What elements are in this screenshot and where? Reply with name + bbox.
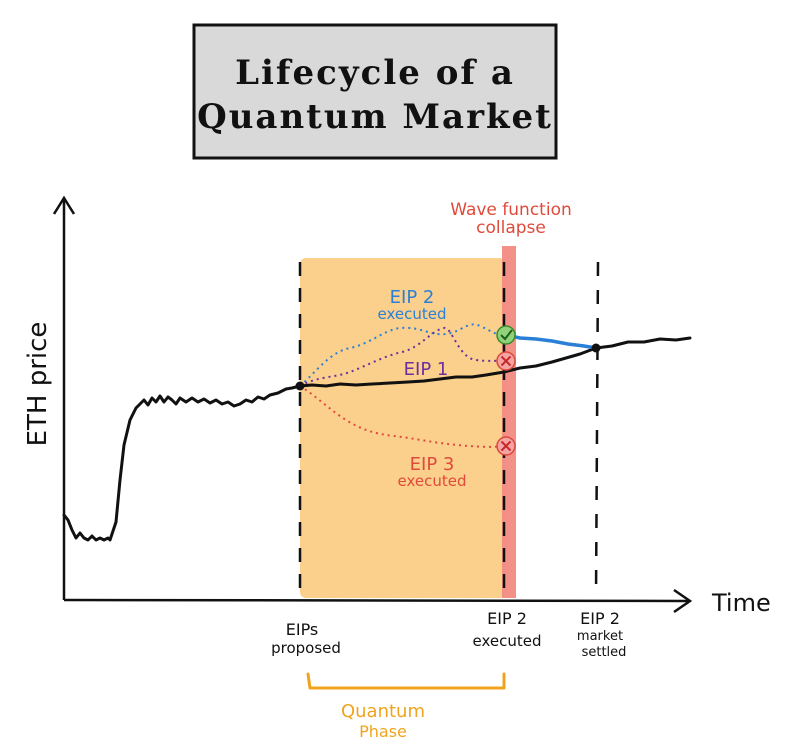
tick-executed-line-1: EIP 2 [487,609,527,628]
tick-proposed-line-2: proposed [271,639,341,657]
proposal-point [295,381,305,391]
eip3-label-line-2: executed [398,472,467,490]
quantum-phase-label-line-1: Quantum [341,701,425,722]
collapse-label-line-2: collapse [476,218,546,238]
x-circle-icon [496,351,516,371]
settlement-point [591,343,601,353]
eth-price-line [62,336,692,542]
quantum-phase-region [300,258,505,598]
eip2-label-line-1: EIP 2 [390,287,435,308]
y-axis-label: ETH price [23,322,53,447]
x-axis-label: Time [711,589,771,617]
settled-dashed-line [594,261,600,599]
tick-settled-line-1: EIP 2 [580,609,620,628]
eip2-dotted-path [299,323,507,387]
eip2-realized-path [504,333,598,350]
eip3-label-line-1: EIP 3 [410,454,455,475]
title-line-1: Lifecycle of a [235,53,515,93]
axes [52,195,693,614]
eip2-label-line-2: executed [378,305,447,323]
tick-settled-line-2: market [577,629,623,644]
title-box: Lifecycle of a Quantum Market [192,23,558,160]
check-circle-icon [496,325,516,345]
tick-proposed-line-1: EIPs [286,620,319,639]
title-line-2: Quantum Market [197,97,553,137]
collapse-label-line-1: Wave function [450,200,572,220]
x-axis-arrow [673,588,693,614]
quantum-phase-label-line-2: Phase [359,722,407,741]
tick-executed-line-2: executed [473,632,542,650]
x-axis [63,598,691,603]
eip1-label: EIP 1 [404,359,449,380]
eip3-dotted-path [299,385,507,448]
tick-settled-line-3: settled [582,645,627,660]
y-axis-arrow [52,195,76,215]
x-circle-icon [496,436,516,456]
quantum-phase-bracket [306,672,506,690]
